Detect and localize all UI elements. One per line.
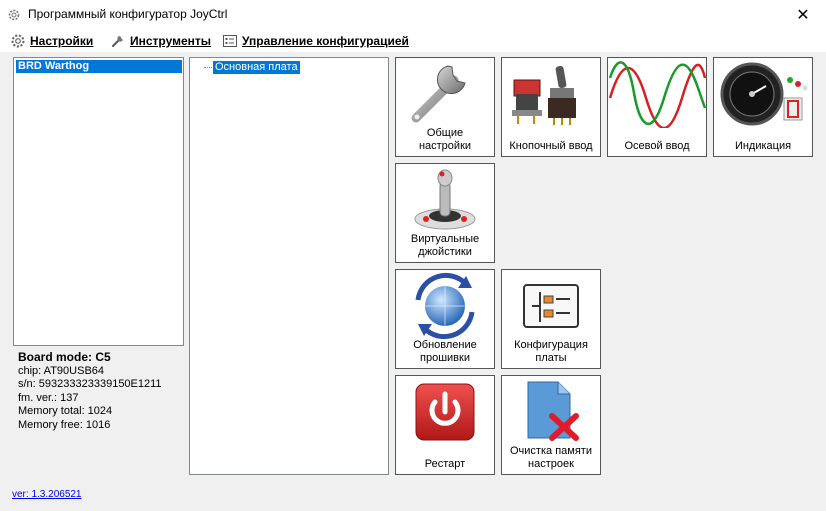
gauge-icon [720,62,808,126]
wrench-icon [411,65,466,123]
general-settings-label: Общие настройки [418,127,472,152]
menu-tools[interactable]: Инструменты [110,33,211,49]
board-configuration-label: Конфигурация платы [514,339,588,364]
general-settings-button[interactable]: Общие настройки [395,57,495,157]
menu-bar: Настройки Инструменты Управление конфигу… [0,30,826,52]
gear-icon [8,9,20,21]
device-list-item[interactable]: BRD Warthog [16,60,182,73]
firmware-update-label: Обновление прошивки [413,339,477,364]
refresh-globe-icon [415,272,475,340]
button-input-label: Кнопочный ввод [509,140,593,152]
wrench-icon [112,36,123,47]
restart-button[interactable]: Рестарт [395,375,495,475]
axis-input-label: Осевой ввод [624,140,690,152]
menu-settings[interactable]: Настройки [10,33,93,49]
gear-icon [11,34,25,48]
axis-input-button[interactable]: Осевой ввод [607,57,707,157]
clear-memory-label: Очистка памяти настроек [510,445,592,470]
device-list[interactable]: BRD Warthog [13,57,184,346]
title-bar: Программный конфигуратор JoyCtrl ✕ [0,0,826,30]
joystick-icon [414,169,476,230]
memory-total: Memory total: 1024 [18,405,113,417]
board-configuration-button[interactable]: Конфигурация платы [501,269,601,369]
button-input-button[interactable]: Кнопочный ввод [501,57,601,157]
firmware-update-button[interactable]: Обновление прошивки [395,269,495,369]
indication-button[interactable]: Индикация [713,57,813,157]
tree-node-main-board[interactable]: Основная плата [213,61,300,74]
delete-file-icon [527,381,579,441]
toggle-switch-icon [512,65,576,125]
config-icon [223,35,237,47]
board-mode: Board mode: C5 [18,350,111,364]
power-icon [415,383,475,441]
close-button[interactable]: ✕ [796,7,810,24]
board-serial: s/n: 593233323339150E1211 [18,378,162,390]
virtual-joysticks-label: Виртуальные джойстики [410,233,480,258]
config-tree[interactable]: Основная плата [189,57,389,475]
board-config-icon [523,284,579,328]
version-link[interactable]: ver: 1.3.206521 [12,489,82,500]
indication-label: Индикация [734,140,792,152]
memory-free: Memory free: 1016 [18,418,111,431]
menu-settings-label: Настройки [30,34,94,48]
menu-tools-label: Инструменты [130,34,212,48]
board-firmware: fm. ver.: 137 [18,391,79,404]
restart-label: Рестарт [424,458,466,470]
virtual-joysticks-button[interactable]: Виртуальные джойстики [395,163,495,263]
sine-wave-icon [608,61,706,128]
clear-memory-button[interactable]: Очистка памяти настроек [501,375,601,475]
board-chip: chip: AT90USB64 [18,364,105,377]
tree-connector [204,67,212,68]
menu-config-management[interactable]: Управление конфигурацией [222,33,409,49]
window-title: Программный конфигуратор JoyCtrl [28,7,228,21]
menu-config-label: Управление конфигурацией [242,34,409,48]
board-info: Board mode: C5 chip: AT90USB64 s/n: 5932… [18,350,162,432]
